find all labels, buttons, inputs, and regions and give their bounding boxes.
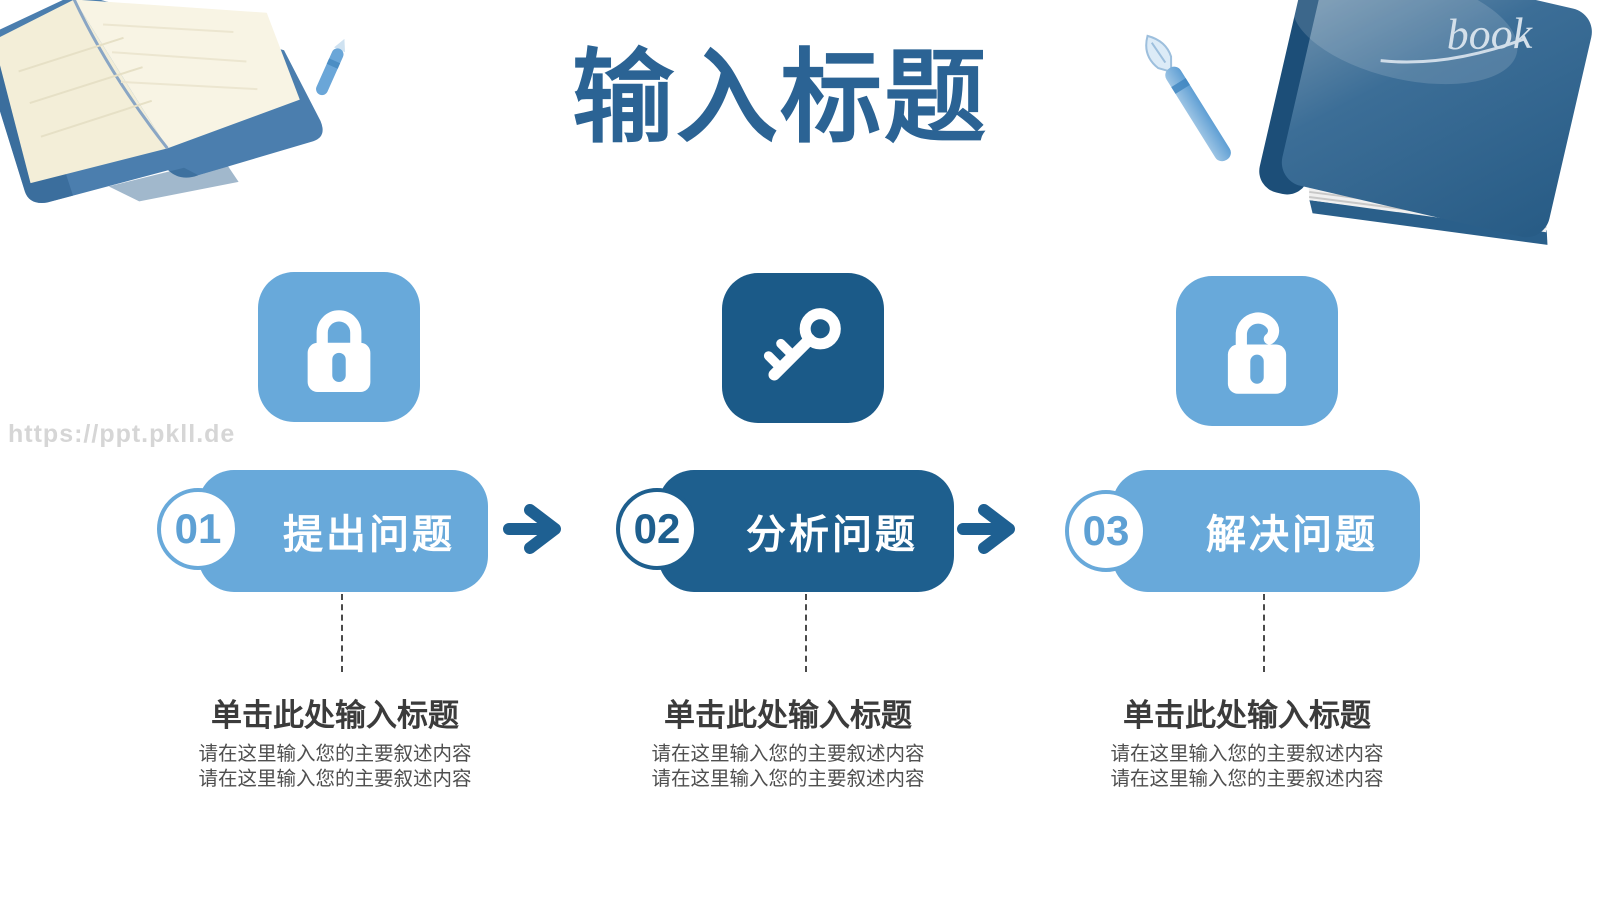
step3-detail-block: 单击此处输入标题 请在这里输入您的主要叙述内容 请在这里输入您的主要叙述内容 (1067, 690, 1427, 792)
step1-number-badge: 01 (157, 488, 239, 570)
step2-number-badge: 02 (616, 488, 698, 570)
book-cover-label: book (1446, 9, 1534, 60)
step2-detail-block: 单击此处输入标题 请在这里输入您的主要叙述内容 请在这里输入您的主要叙述内容 (608, 690, 968, 792)
key-icon (745, 288, 861, 409)
step1-dashed-connector (341, 594, 343, 672)
step1-number: 01 (174, 505, 222, 552)
step1-detail-line: 请在这里输入您的主要叙述内容 (198, 768, 472, 790)
step3-icon-tile (1176, 276, 1338, 426)
pen-illustration (1118, 12, 1267, 193)
step3-number: 03 (1082, 507, 1130, 554)
step1-detail-line: 请在这里输入您的主要叙述内容 (198, 743, 472, 765)
step1-detail-title: 单击此处输入标题 (211, 698, 459, 733)
step2-detail-title: 单击此处输入标题 (664, 698, 912, 733)
page-title: 输入标题 (572, 41, 988, 155)
open-book-illustration (0, 0, 370, 235)
step3-detail-title: 单击此处输入标题 (1123, 698, 1371, 733)
lock-closed-icon (283, 289, 395, 406)
arrow-right-icon (956, 501, 1026, 557)
step2-icon-tile (722, 273, 884, 423)
step1-detail-block: 单击此处输入标题 请在这里输入您的主要叙述内容 请在这里输入您的主要叙述内容 (155, 690, 515, 792)
lock-open-icon (1201, 293, 1313, 410)
step3-label: 解决问题 (1206, 513, 1378, 557)
step2-label: 分析问题 (746, 513, 918, 557)
step1-label: 提出问题 (283, 513, 455, 557)
notebook-illustration: book (1240, 0, 1600, 284)
step1-pill: 提出问题 (198, 470, 488, 592)
arrow-right-icon (502, 501, 572, 557)
step3-pill: 解决问题 (1112, 470, 1420, 592)
step1-icon-tile (258, 272, 420, 422)
step3-detail-line: 请在这里输入您的主要叙述内容 (1110, 768, 1384, 790)
step2-detail-line: 请在这里输入您的主要叙述内容 (651, 768, 925, 790)
step2-dashed-connector (805, 594, 807, 672)
step3-dashed-connector (1263, 594, 1265, 672)
step2-pill: 分析问题 (658, 470, 954, 592)
pencil-illustration (306, 34, 357, 105)
step2-number: 02 (633, 505, 681, 552)
step2-detail-line: 请在这里输入您的主要叙述内容 (651, 743, 925, 765)
step3-detail-line: 请在这里输入您的主要叙述内容 (1110, 743, 1384, 765)
step3-number-badge: 03 (1065, 490, 1147, 572)
watermark-url: https://ppt.pkll.de (8, 420, 236, 448)
